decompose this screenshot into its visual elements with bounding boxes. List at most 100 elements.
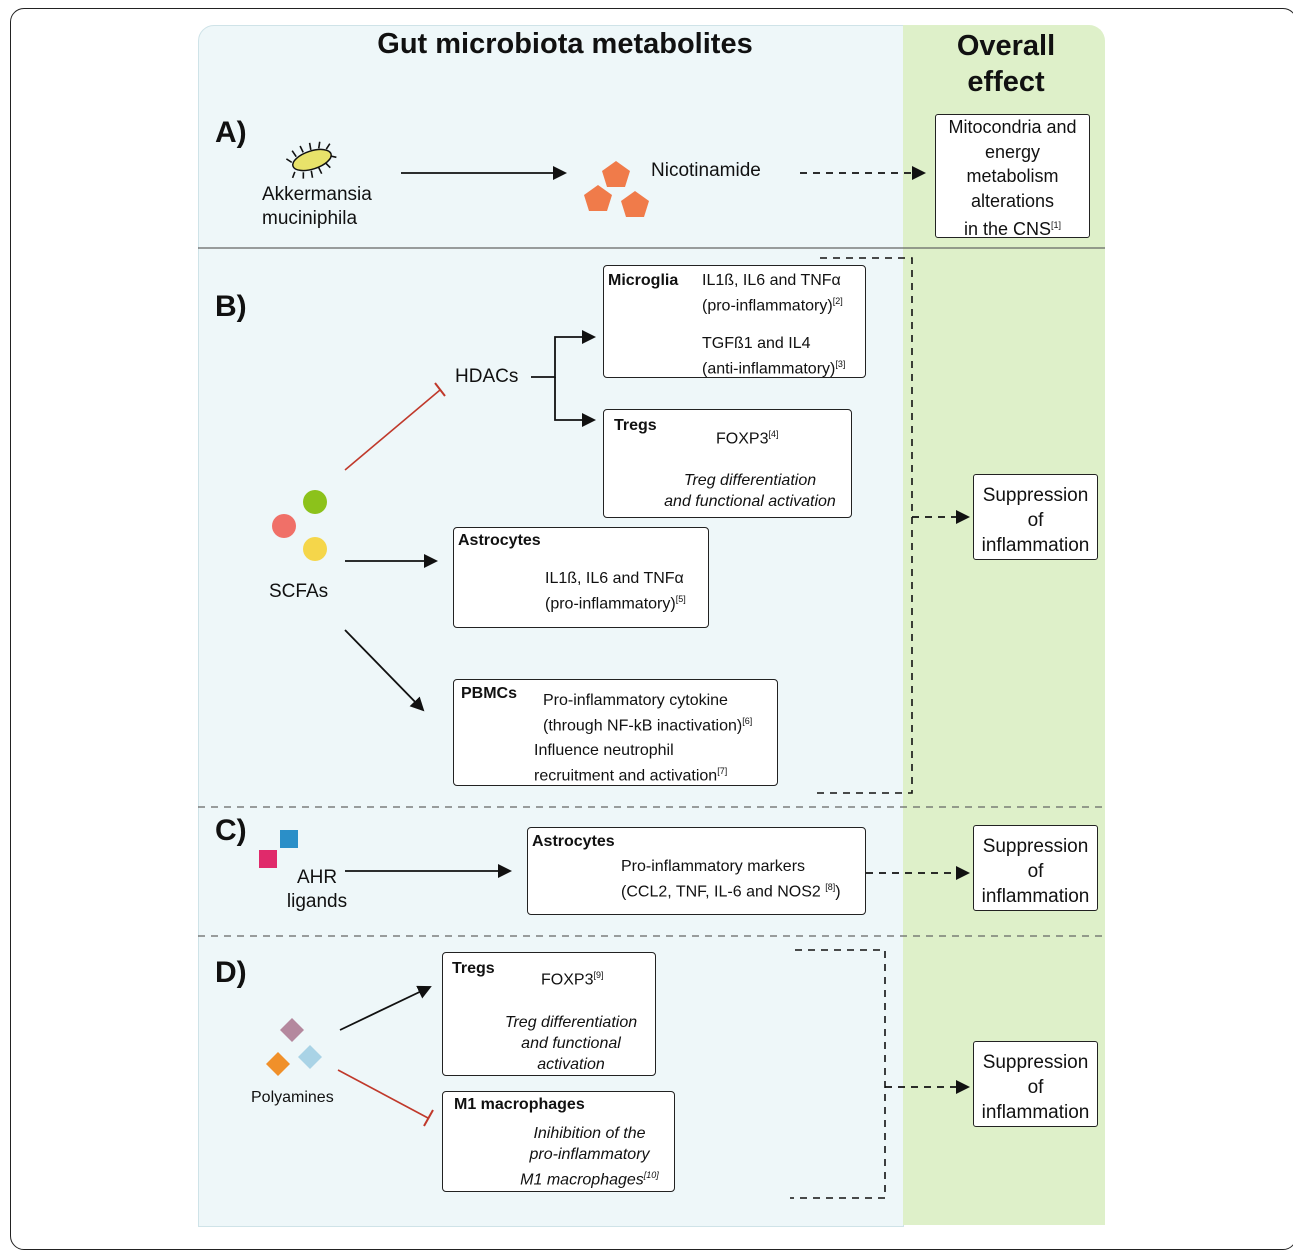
- effect-b-box: Suppression of inflammation: [973, 474, 1098, 560]
- inhibit-polyamines-m1: [337, 1069, 429, 1119]
- polyamine-mauve-diamond: [280, 1018, 304, 1042]
- effect-b-line1: Suppression: [982, 485, 1089, 506]
- effect-d-box: Suppression of inflammation: [973, 1041, 1098, 1127]
- astrocytes-c-text: Pro-inflammatory markers (CCL2, TNF, IL-…: [621, 856, 841, 902]
- scfa-red-dot: [272, 514, 296, 538]
- arrow-hdacs-to-tregs: [554, 377, 596, 427]
- akkermansia-label: Akkermansia muciniphila: [262, 183, 372, 231]
- effect-b-line2: of: [1027, 510, 1044, 531]
- effect-a-ref: [1]: [1051, 220, 1062, 230]
- tregs-d-marker: FOXP3[9]: [541, 970, 604, 989]
- tregs-d-marker-ref: [9]: [593, 970, 604, 980]
- m1-line1: Inihibition of the: [533, 1125, 646, 1142]
- arrow-hdacs-to-microglia: [531, 330, 596, 378]
- m1-box: [442, 1091, 675, 1192]
- m1-title: M1 macrophages: [454, 1096, 585, 1113]
- pbmcs-text-2: Influence neutrophil recruitment and act…: [534, 740, 727, 786]
- effect-a-line3: metabolism: [966, 166, 1059, 186]
- microglia-title: Microglia: [608, 272, 679, 289]
- m1-line2: pro-inflammatory: [529, 1146, 650, 1163]
- microglia-down-text: IL1ß, IL6 and TNFα (pro-inflammatory)[2]: [702, 270, 843, 316]
- microglia-up-text: TGFß1 and IL4 (anti-inflammatory)[3]: [702, 333, 845, 379]
- arrow-scfa-to-pbmcs: [344, 629, 425, 712]
- scfas-label: SCFAs: [269, 581, 329, 602]
- bracket-b: [815, 257, 913, 794]
- akkermansia-line1: Akkermansia: [262, 184, 372, 205]
- effect-d-line2: of: [1027, 1077, 1044, 1098]
- scfa-green-dot: [303, 490, 327, 514]
- inhibit-bar-hdacs: [434, 382, 446, 397]
- effect-a-line2: energy: [984, 141, 1041, 162]
- tregs-b-marker-ref: [4]: [768, 429, 779, 439]
- pbmcs-text-1: Pro-inflammatory cytokine (through NF-kB…: [543, 690, 752, 736]
- astrocytes-b-line1: IL1ß, IL6 and TNFα: [545, 570, 684, 587]
- bacterium-icon: [285, 141, 337, 179]
- pbmcs-line2: (through NF-kB inactivation)[6]: [543, 716, 753, 735]
- pbmcs-box: [453, 679, 778, 786]
- overall-effect-header-line2: effect: [967, 66, 1045, 98]
- arrow-polyamines-to-tregs: [339, 985, 432, 1031]
- m1-ref: [10]: [643, 1170, 659, 1180]
- pbmcs-line4: recruitment and activation[7]: [534, 766, 728, 785]
- hdacs-label: HDACs: [455, 366, 519, 387]
- effect-a-line4: alterations: [970, 190, 1055, 211]
- m1-text: Inihibition of the pro-inflammatory M1 m…: [512, 1123, 667, 1190]
- section-d-label: D): [215, 956, 247, 989]
- nicotinamide-icon: [584, 161, 649, 217]
- inhibit-bar-m1: [423, 1109, 434, 1127]
- effect-c-line1: Suppression: [982, 836, 1089, 857]
- pbmcs-line3: Influence neutrophil: [534, 742, 674, 759]
- astrocytes-b-box: [453, 527, 709, 628]
- astrocytes-b-text: IL1ß, IL6 and TNFα (pro-inflammatory)[5]: [545, 568, 686, 614]
- tregs-d-title: Tregs: [452, 960, 495, 977]
- effect-b-line3: inflammation: [981, 535, 1090, 556]
- astrocytes-b-line2: (pro-inflammatory)[5]: [545, 594, 686, 613]
- tregs-b-box: [603, 409, 852, 518]
- tregs-b-result-line1: Treg differentiation: [683, 472, 817, 489]
- tregs-d-result: Treg differentiation and functional acti…: [496, 1012, 646, 1075]
- effect-c-line2: of: [1027, 861, 1044, 882]
- effect-d-line1: Suppression: [982, 1052, 1089, 1073]
- microglia-up-ref: [3]: [835, 359, 846, 369]
- microglia-down-ref: [2]: [832, 296, 843, 306]
- pbmcs-line1: Pro-inflammatory cytokine: [543, 692, 728, 709]
- metabolites-header: Gut microbiota metabolites: [377, 28, 753, 60]
- akkermansia-line2: muciniphila: [262, 208, 358, 229]
- effect-a-line5: in the CNS[1]: [963, 219, 1062, 239]
- astrocytes-c-ref: [8]: [825, 882, 836, 892]
- tregs-b-marker: FOXP3[4]: [716, 429, 779, 448]
- polyamines-label: Polyamines: [251, 1089, 334, 1106]
- effect-a-line1: Mitocondria and: [948, 117, 1077, 137]
- ahr-ligands-label: AHR ligands: [282, 866, 352, 914]
- polyamine-lightblue-diamond: [298, 1045, 322, 1069]
- effect-d-line3: inflammation: [981, 1102, 1090, 1123]
- tregs-d-result-line3: activation: [537, 1056, 605, 1073]
- ahr-pink-square: [259, 850, 277, 868]
- microglia-up-line2: (anti-inflammatory)[3]: [702, 359, 846, 378]
- pbmcs-ref2: [7]: [717, 766, 728, 776]
- overall-effect-header-line1: Overall: [956, 30, 1056, 62]
- section-b-label: B): [215, 290, 247, 323]
- section-a-label: A): [215, 116, 247, 149]
- tregs-b-title: Tregs: [614, 417, 657, 434]
- bracket-d: [790, 949, 886, 1199]
- tregs-d-box: [442, 952, 656, 1076]
- microglia-down-line2: (pro-inflammatory)[2]: [702, 296, 843, 315]
- pbmcs-title: PBMCs: [461, 685, 518, 702]
- microglia-up-line1: TGFß1 and IL4: [702, 335, 811, 352]
- microglia-down-line1: IL1ß, IL6 and TNFα: [702, 272, 841, 289]
- pbmcs-ref1: [6]: [742, 716, 753, 726]
- astrocytes-b-title: Astrocytes: [458, 532, 541, 549]
- astrocytes-c-title: Astrocytes: [532, 833, 615, 850]
- nicotinamide-label: Nicotinamide: [651, 160, 761, 181]
- section-c-label: C): [215, 814, 247, 847]
- tregs-d-result-line2: and functional: [521, 1035, 621, 1052]
- effect-c-box: Suppression of inflammation: [973, 825, 1098, 911]
- m1-line3: M1 macrophages[10]: [520, 1170, 659, 1189]
- tregs-b-result: Treg differentiation and functional acti…: [655, 470, 845, 512]
- polyamine-orange-diamond: [266, 1052, 290, 1076]
- astrocytes-c-line2: (CCL2, TNF, IL-6 and NOS2 [8]): [621, 882, 841, 901]
- inhibit-scfa-hdacs: [344, 389, 441, 471]
- ahr-blue-square: [280, 830, 298, 848]
- ahr-line1: AHR: [296, 867, 338, 888]
